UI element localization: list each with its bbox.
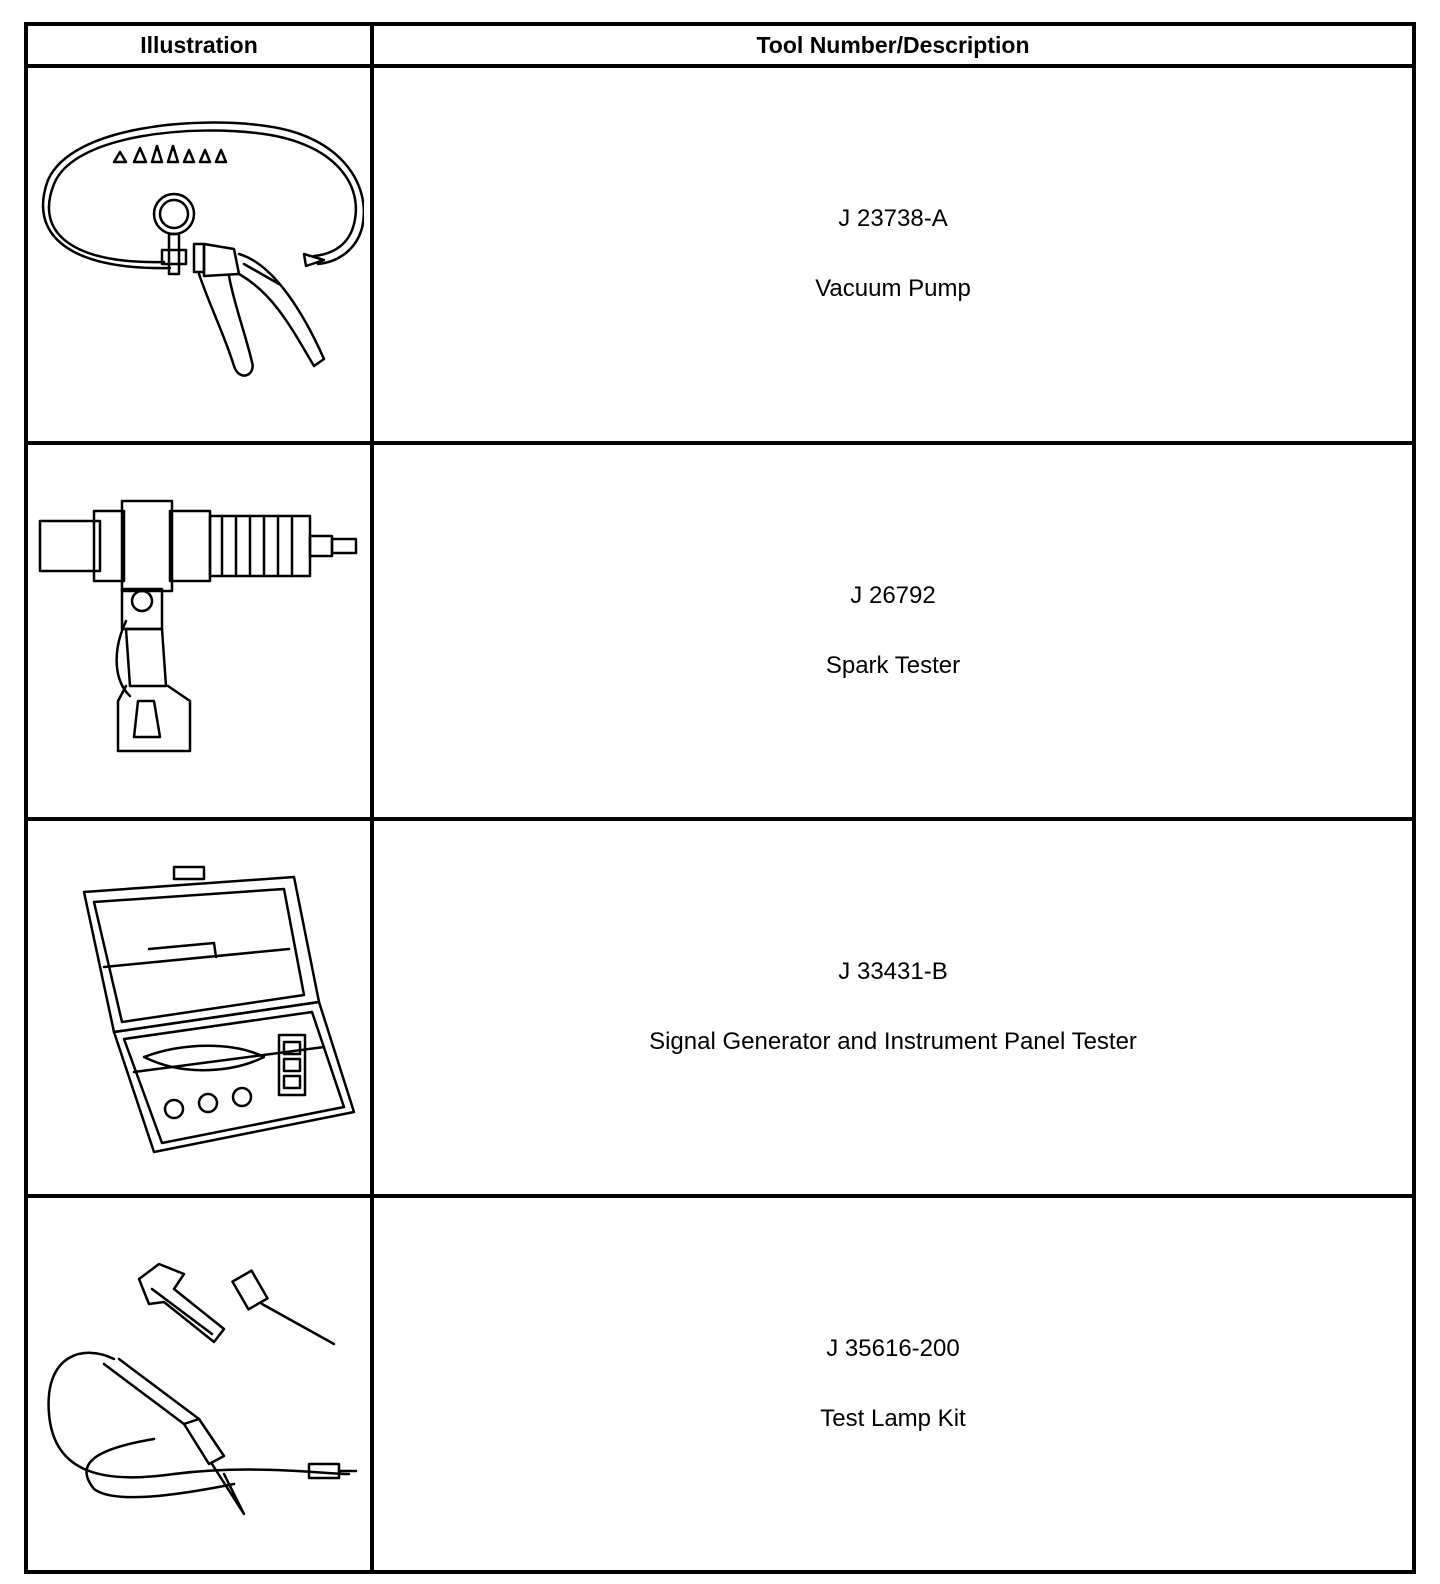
description-cell: J 33431-B Signal Generator and Instrumen…: [370, 817, 1416, 1198]
table-row: J 33431-B Signal Generator and Instrumen…: [24, 817, 1416, 1198]
illustration-cell: [24, 1193, 374, 1574]
description-cell: J 23738-A Vacuum Pump: [370, 64, 1416, 445]
tool-name: Test Lamp Kit: [820, 1404, 966, 1432]
tools-table: Illustration Tool Number/Description: [24, 22, 1416, 1574]
table-row: J 26792 Spark Tester: [24, 440, 1416, 821]
description-cell: J 35616-200 Test Lamp Kit: [370, 1193, 1416, 1574]
tool-number: J 35616-200: [826, 1334, 960, 1362]
illustration-cell: [24, 64, 374, 445]
tool-name: Signal Generator and Instrument Panel Te…: [649, 1028, 1137, 1056]
signal-generator-case-icon: [82, 866, 356, 1154]
tool-name: Spark Tester: [825, 651, 961, 679]
header-illustration: Illustration: [24, 22, 374, 68]
tool-number: J 26792: [850, 581, 936, 609]
illustration-cell: [24, 440, 374, 821]
spark-tester-icon: [38, 499, 358, 752]
vacuum-pump-icon: [41, 121, 364, 377]
header-row: Illustration Tool Number/Description: [24, 22, 1416, 68]
header-tool-description: Tool Number/Description: [370, 22, 1416, 68]
test-lamp-kit-icon: [47, 1262, 358, 1515]
table-row: J 35616-200 Test Lamp Kit: [24, 1193, 1416, 1574]
tool-number: J 23738-A: [838, 205, 948, 233]
description-cell: J 26792 Spark Tester: [370, 440, 1416, 821]
tool-name: Vacuum Pump: [815, 275, 971, 303]
table-row: J 23738-A Vacuum Pump: [24, 64, 1416, 445]
tool-number: J 33431-B: [838, 958, 948, 986]
illustration-cell: [24, 817, 374, 1198]
